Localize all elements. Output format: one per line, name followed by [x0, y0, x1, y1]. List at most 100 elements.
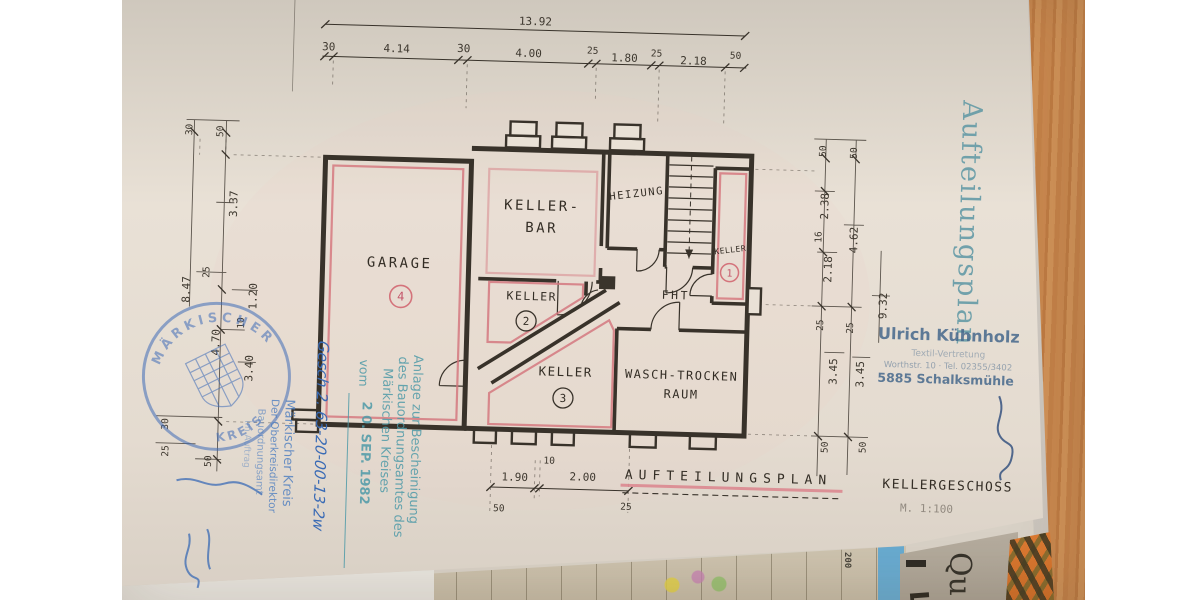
- plan-caption: AUFTEILUNGSPLAN: [625, 468, 833, 489]
- annex-stamp: Anlage zur Bescheinigung des Bauordnungs…: [343, 355, 425, 568]
- authority-line1: Märkischer Kreis: [279, 399, 297, 507]
- unit-number-circle: [719, 262, 740, 283]
- unit-number-circle: [388, 284, 413, 309]
- authority-line3: Bauordnungsamt: [253, 408, 266, 494]
- room-label-keller-bar: KELLER-: [504, 197, 581, 215]
- captions: AUFTEILUNGSPLAN KELLERGESCHOSS M. 1:100: [620, 468, 1013, 516]
- dim-label: 8.47: [179, 276, 193, 303]
- dim-label: 3.37: [227, 190, 241, 217]
- owner-line4: 5885 Schalksmühle: [877, 370, 1014, 389]
- dim-label: 3.45: [853, 361, 867, 388]
- dim-label: 25: [815, 319, 826, 331]
- room-number-circle: [515, 310, 537, 332]
- vertical-title: Aufteilungsplan: [950, 99, 988, 347]
- door-arcs: [438, 249, 713, 387]
- dim-label: 2.00: [569, 470, 596, 484]
- owner-line3: Worthstr. 10 · Tel. 02355/3402: [884, 360, 1013, 374]
- room-label-wasch: WASCH-TROCKEN: [625, 367, 739, 384]
- dim-label: 25: [845, 322, 856, 334]
- dim-label: 50: [820, 441, 831, 453]
- dim-label: 13.92: [519, 15, 552, 29]
- annex-line2: des Bauordnungsamtes des: [390, 356, 410, 538]
- room-number: 2: [523, 315, 530, 328]
- dim-label: 1.90: [501, 470, 528, 484]
- dim-label: 30: [184, 123, 195, 135]
- dim-label: 30: [322, 40, 336, 53]
- dim-label: 50: [493, 503, 505, 514]
- annex-date: 2 0. SEP. 1982: [356, 401, 374, 505]
- gray-paper-mark: [906, 560, 926, 567]
- dim-chain-bottom: 1.90 10 2.00 50 25: [485, 445, 634, 514]
- dim-label: 50: [849, 147, 860, 159]
- dim-label: 16: [813, 231, 824, 243]
- dim-label: 50: [818, 145, 829, 157]
- room-label-keller3: KELLER: [538, 363, 593, 380]
- caption-dashed-line: [622, 492, 843, 500]
- unit-outlines-red: [325, 164, 748, 429]
- paper-pink-tint: [210, 90, 870, 510]
- dim-label: 50: [215, 125, 226, 137]
- room-label-keller1: KELLER: [714, 244, 747, 257]
- gray-paper-letters: Qu: [942, 552, 977, 596]
- scale-caption: M. 1:100: [900, 501, 953, 515]
- handwritten-file-number: Gesch 2. 63-20-00-13-2w: [309, 339, 332, 533]
- dim-label: 25: [160, 445, 171, 457]
- dim-label: 25: [587, 46, 599, 57]
- dim-chain-top: 13.92 30 4.14 30 4.00 25 1.80 25 2.18 50: [319, 15, 750, 126]
- room-number-circle: [552, 387, 574, 409]
- background-orange-paper: [1006, 532, 1054, 600]
- authority-line2: Der Oberkreisdirektor: [266, 399, 281, 514]
- dim-label: 25: [201, 266, 212, 278]
- authority-line4: Im Auftrag: [241, 420, 252, 468]
- room-number: 3: [559, 392, 566, 405]
- building-outline: [291, 120, 763, 451]
- annex-vom-underline: [343, 393, 350, 568]
- dim-label: 30: [160, 418, 171, 430]
- dim-label: 2.18: [680, 54, 707, 68]
- dim-label: 50: [858, 441, 869, 453]
- map-blue-strip: [878, 546, 904, 600]
- dim-label: 1.20: [246, 283, 260, 310]
- map-number: 200: [842, 552, 852, 569]
- chimney: [599, 275, 616, 290]
- dim-chain-right: 50 50 2.38 16 4.62 2.18 9.32 25 25 3.45 …: [748, 138, 890, 477]
- dim-label: 25: [620, 502, 632, 513]
- owner-line2: Textil-Vertretung: [910, 349, 985, 361]
- signature-scribble-left: [176, 478, 263, 589]
- dim-label: 2.38: [818, 193, 832, 220]
- dim-label: 2.18: [821, 256, 835, 283]
- floor-caption: KELLERGESCHOSS: [882, 477, 1013, 496]
- annex-line3: Märkischen Kreises: [376, 368, 394, 494]
- caption-red-underline: [620, 483, 843, 493]
- dim-label: 25: [651, 48, 663, 59]
- room-label-fht: FHT: [662, 288, 691, 303]
- stamp-shield: [184, 343, 244, 408]
- dim-label: 50: [730, 51, 742, 62]
- owner-name: Ulrich Kühnholz: [878, 324, 1020, 347]
- annex-line1: Anlage zur Bescheinigung: [405, 355, 425, 525]
- dim-label: 3.40: [242, 355, 256, 382]
- interior-walls: [476, 152, 752, 433]
- room-label-wasch2: RAUM: [663, 387, 698, 402]
- dim-label: 50: [203, 455, 214, 467]
- dim-label: 4.62: [847, 227, 861, 254]
- dim-label: 4.70: [209, 329, 223, 356]
- dim-label: 10: [236, 317, 247, 329]
- stairs: [667, 156, 714, 259]
- unit-number: 4: [397, 289, 405, 303]
- dim-label: 10: [543, 455, 555, 466]
- room-label-garage: GARAGE: [367, 254, 433, 272]
- dim-label: 4.14: [383, 42, 410, 56]
- window-wells: [291, 408, 718, 451]
- dim-label: 3.45: [826, 358, 840, 385]
- unit-number: 1: [726, 269, 732, 280]
- dim-label: 9.32: [876, 292, 890, 319]
- authority-stamp-text: Märkischer Kreis Der Oberkreisdirektor B…: [241, 399, 297, 514]
- signature-scribble: [996, 395, 1014, 481]
- dim-label: 30: [457, 42, 471, 55]
- room-labels: GARAGE 4 KELLER- BAR HEIZUNG KELLER 1 KE…: [367, 185, 747, 409]
- room-label-keller2: KELLER: [506, 288, 557, 303]
- window-symbols: [504, 120, 763, 316]
- annex-vom: vom: [356, 359, 372, 387]
